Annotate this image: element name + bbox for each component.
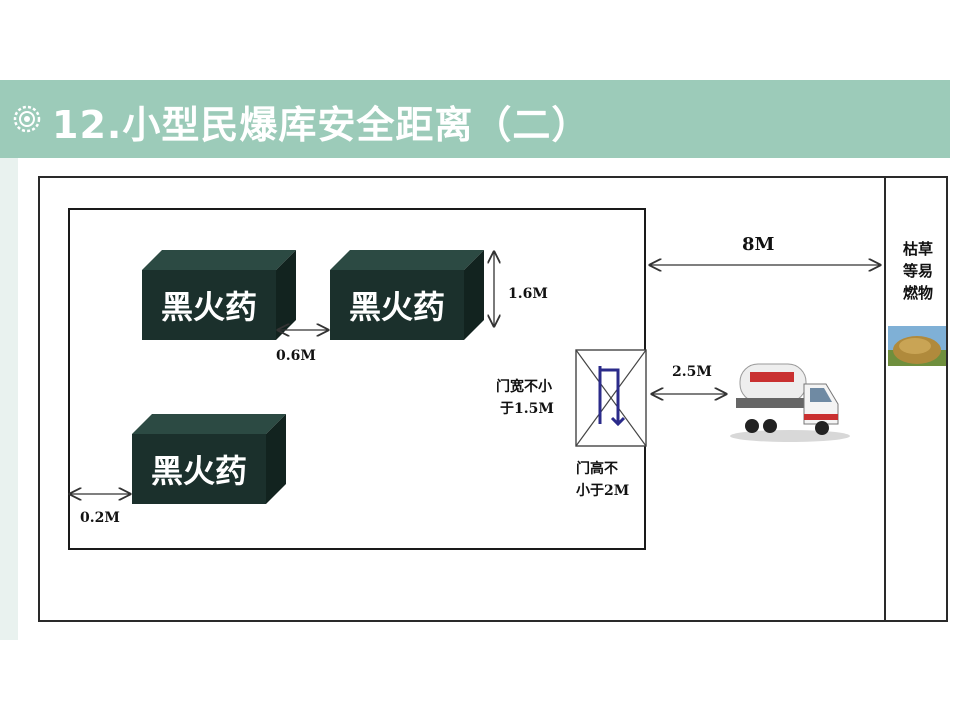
door-height-note-1: 门高不 [576,461,618,477]
box-3-shape [132,414,286,504]
truck-distance-label: 2.5M [672,364,712,380]
left-strip [0,80,18,640]
page-title: 12.小型民爆库安全距离（二） [52,103,591,147]
fuel-line-2: 等易 [902,262,933,280]
door-width-note-2: 于1.5M [500,401,554,417]
box-2-label: 黑火药 [348,288,445,326]
slide-header: 12.小型民爆库安全距离（二） [0,80,950,158]
height-label: 1.6M [508,286,548,302]
fuel-line-3: 燃物 [902,284,933,302]
door-width-note-1: 门宽不小 [496,379,552,395]
wall-gap-label: 0.2M [80,510,120,526]
fuel-zone-label: 枯草 等易 燃物 [892,238,944,304]
box-1-label: 黑火药 [160,288,257,326]
tanker-truck-image [730,363,850,442]
gap-label: 0.6M [276,348,316,364]
box-2-shape [330,250,484,340]
haystack-image [888,326,946,366]
door-symbol [575,349,647,447]
gear-icon [13,105,41,133]
box-3-label: 黑火药 [150,452,247,490]
site-boundary [38,176,948,622]
fuel-line-1: 枯草 [902,240,933,258]
fuel-zone-divider [884,176,886,622]
door-height-note-2: 小于2M [576,483,630,499]
box-1-shape [142,250,296,340]
fuel-distance-label: 8M [742,234,775,255]
